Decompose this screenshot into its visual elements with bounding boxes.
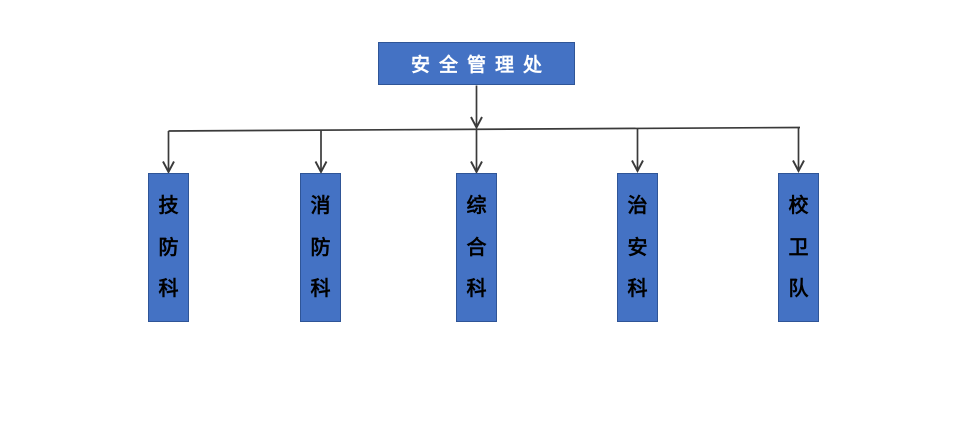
dept-char: 队 xyxy=(788,278,809,301)
dept-char: 科 xyxy=(158,278,179,301)
root-box-label: 安全管理处 xyxy=(410,55,551,76)
dept-char: 综 xyxy=(466,194,487,217)
dept-box-xiaofangke: 消 防 科 xyxy=(300,173,341,322)
dept-char: 技 xyxy=(158,194,179,217)
dept-char: 合 xyxy=(466,236,487,259)
dept-box-xiaoweidui: 校 卫 队 xyxy=(778,173,819,322)
dept-box-zhianke: 治 安 科 xyxy=(617,173,658,322)
dept-char: 治 xyxy=(627,194,648,217)
dept-char: 防 xyxy=(310,236,331,259)
dept-char: 消 xyxy=(310,194,331,217)
dept-char: 安 xyxy=(627,236,648,259)
root-box-security-management-office: 安全管理处 xyxy=(378,42,575,85)
dept-char: 科 xyxy=(310,278,331,301)
dept-char: 防 xyxy=(158,236,179,259)
connector-horizontal-line xyxy=(168,126,801,132)
dept-char: 校 xyxy=(788,194,809,217)
dept-char: 科 xyxy=(466,278,487,301)
dept-box-jifangke: 技 防 科 xyxy=(148,173,189,322)
dept-char: 科 xyxy=(627,278,648,301)
dept-box-zonghekE: 综 合 科 xyxy=(456,173,497,322)
dept-char: 卫 xyxy=(788,236,809,259)
